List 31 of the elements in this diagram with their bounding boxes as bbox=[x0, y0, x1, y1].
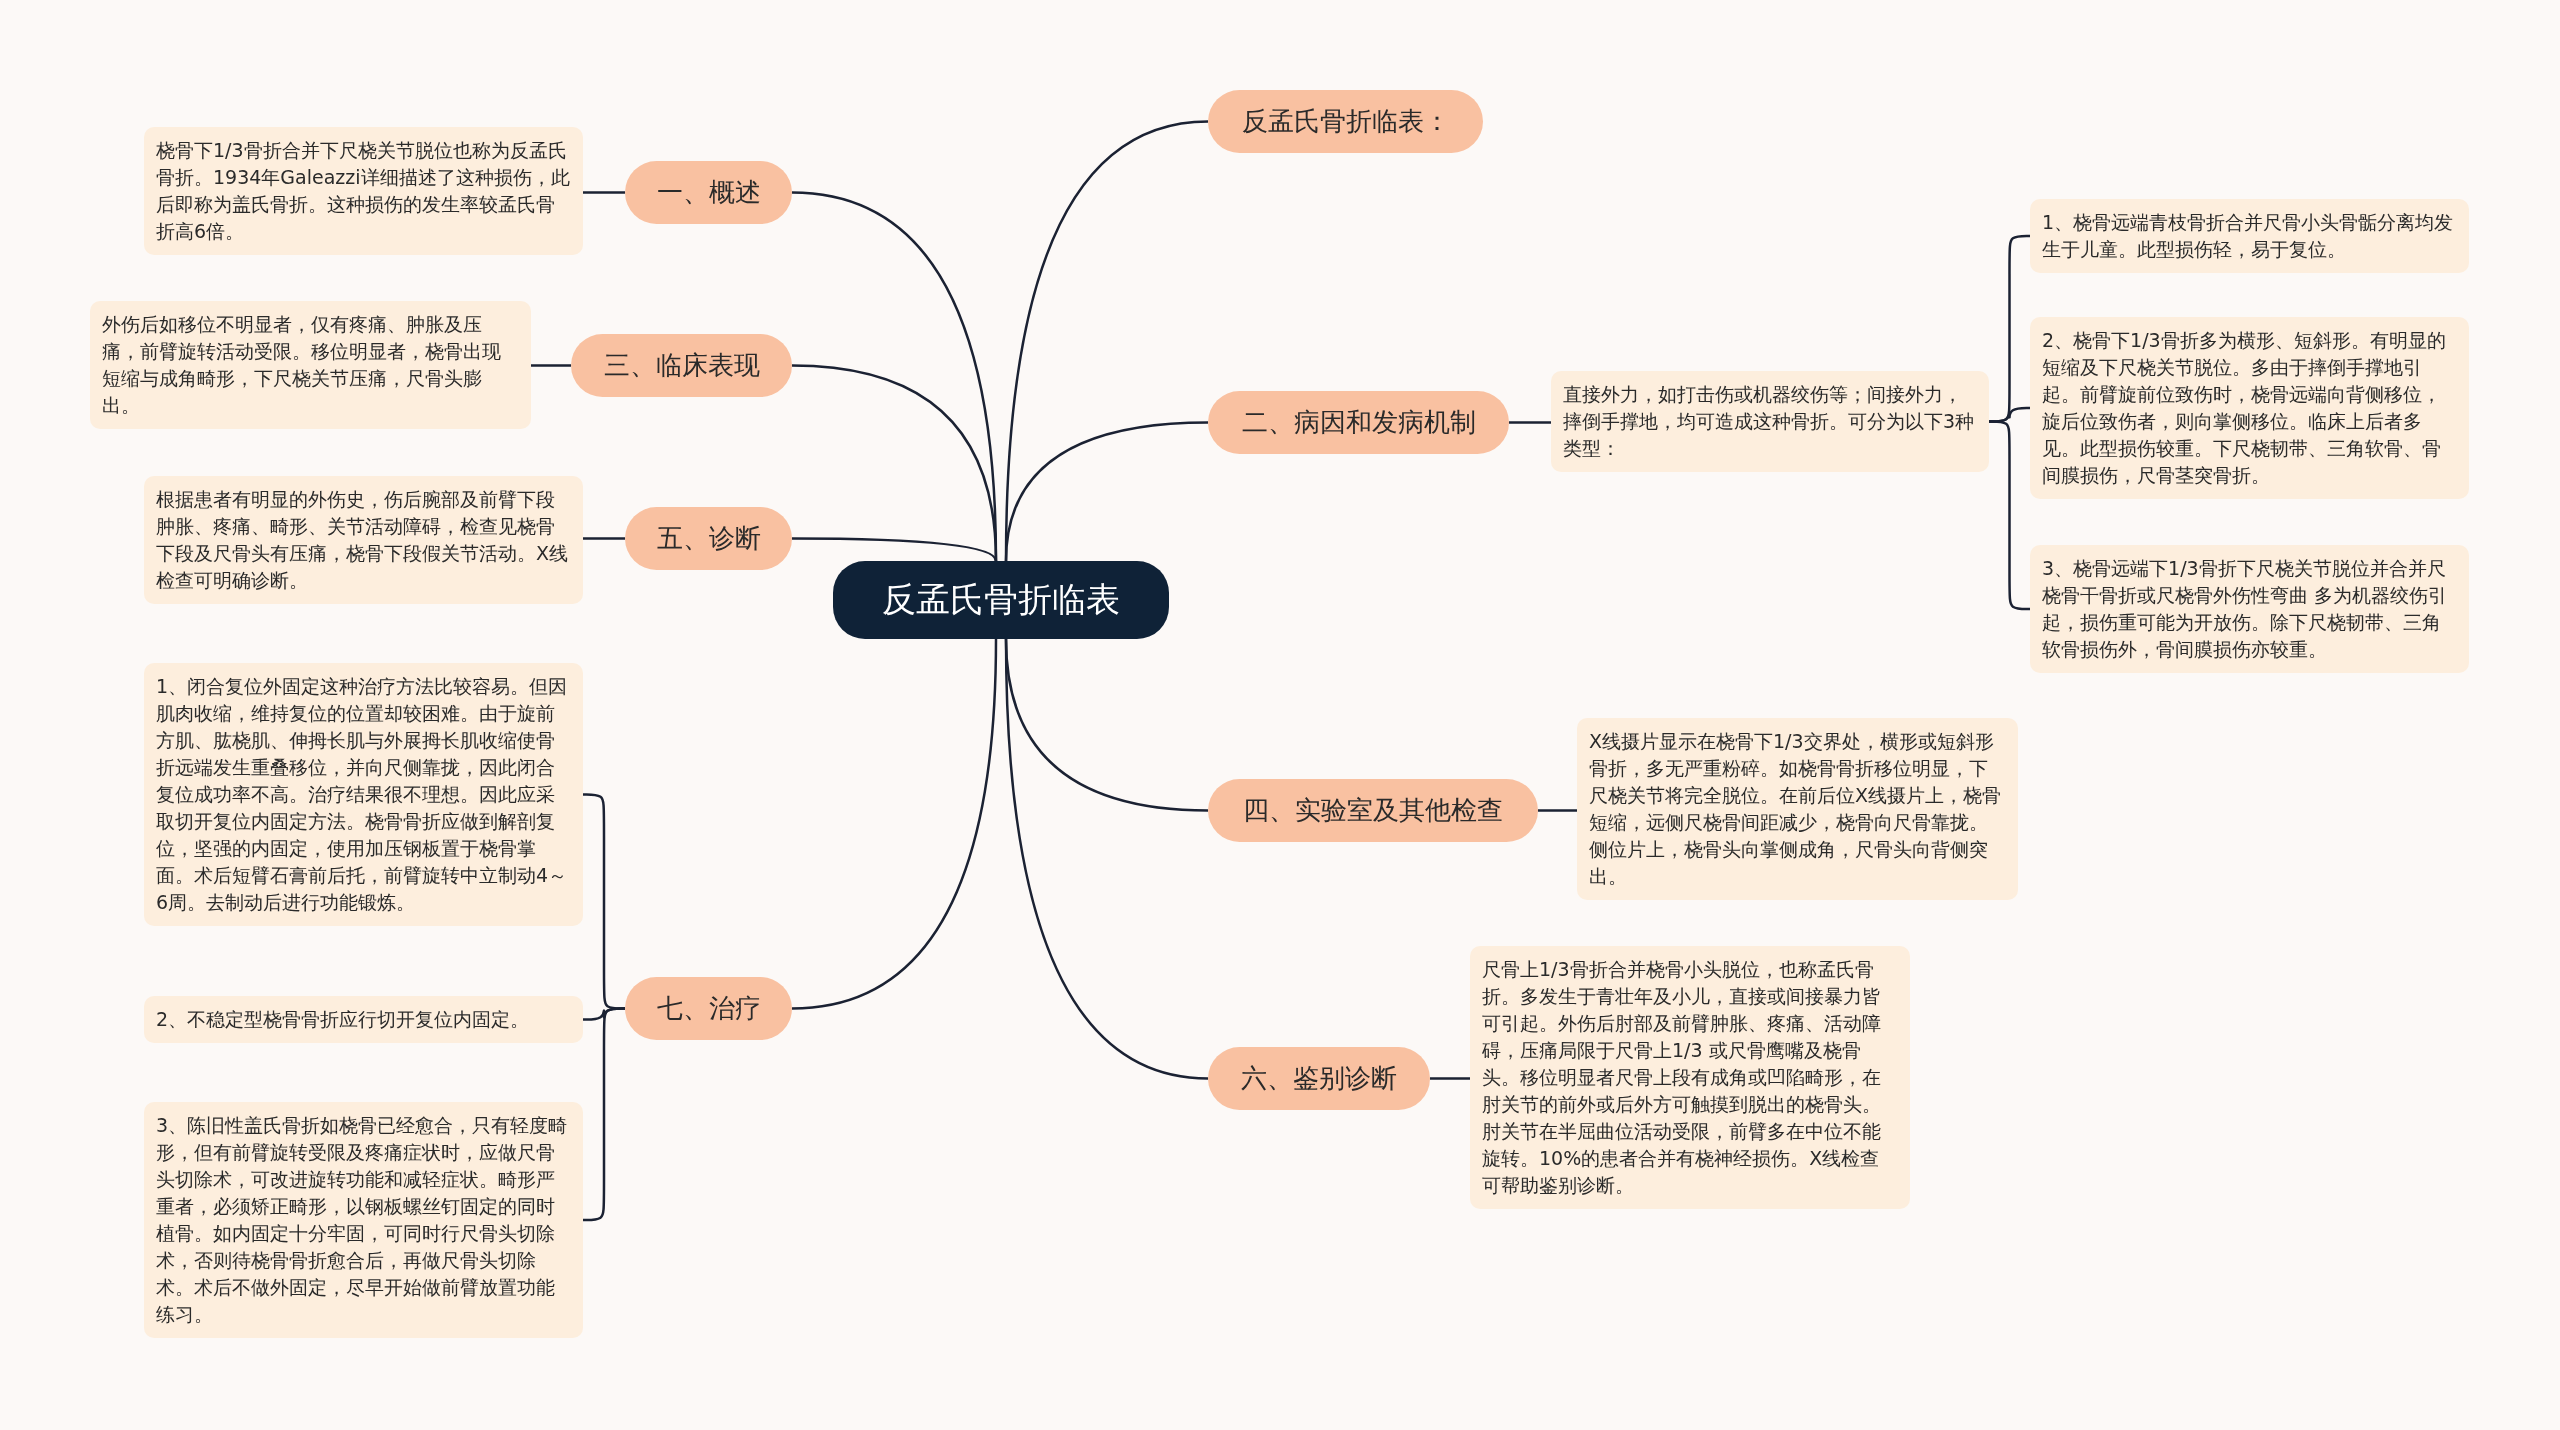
topic-pill: 三、临床表现 bbox=[571, 334, 792, 397]
topic-pill: 七、治疗 bbox=[625, 977, 792, 1040]
connector-line bbox=[531, 364, 571, 367]
connector-line bbox=[1538, 809, 1577, 812]
note-card: 桡骨下1/3骨折合并下尺桡关节脱位也称为反孟氏骨折。1934年Galeazzi详细描述了这种损伤，此后即称为盖氏骨折。这种损伤的发生率较孟氏骨折高6倍。 bbox=[144, 127, 583, 255]
note-card: 2、不稳定型桡骨骨折应行切开复位内固定。 bbox=[144, 996, 583, 1043]
topic-pill: 四、实验室及其他检查 bbox=[1208, 779, 1538, 842]
central-topic: 反孟氏骨折临表 bbox=[833, 561, 1169, 639]
topic-pill: 二、病因和发病机制 bbox=[1208, 391, 1509, 454]
connector-line bbox=[792, 537, 998, 562]
note-card: X线摄片显示在桡骨下1/3交界处，横形或短斜形骨折，多无严重粉碎。如桡骨骨折移位明显，下尺桡关节将完全脱位。在前后位X线摄片上，桡骨短缩，远侧尺桡骨间距减少，桡骨向尺骨靠拢。侧位片上，桡骨头向掌侧成角，尺骨头向背侧突出。 bbox=[1577, 718, 2018, 900]
note-card: 2、桡骨下1/3骨折多为横形、短斜形。有明显的短缩及下尺桡关节脱位。多由于摔倒手撑地引起。前臂旋前位致伤时，桡骨远端向背侧移位，旋后位致伤者，则向掌侧移位。临床上后者多见。此型损伤较重。下尺桡韧带、三角软骨、骨间膜损伤，尺骨茎突骨折。 bbox=[2030, 317, 2469, 499]
topic-pill: 反孟氏骨折临表： bbox=[1208, 90, 1483, 153]
connector-line bbox=[1004, 638, 1209, 1080]
topic-pill: 一、概述 bbox=[625, 161, 792, 224]
connector-line bbox=[791, 638, 998, 1010]
topic-pill: 五、诊断 bbox=[625, 507, 792, 570]
note-card: 1、桡骨远端青枝骨折合并尺骨小头骨骺分离均发生于儿童。此型损伤轻，易于复位。 bbox=[2030, 199, 2469, 273]
note-card: 外伤后如移位不明显者，仅有疼痛、肿胀及压痛，前臂旋转活动受限。移位明显者，桡骨出现短缩与成角畸形，下尺桡关节压痛，尺骨头膨出。 bbox=[90, 301, 531, 429]
connector-line bbox=[583, 537, 625, 540]
note-card: 直接外力，如打击伤或机器绞伤等；间接外力，摔倒手撑地，均可造成这种骨折。可分为以下3种类型： bbox=[1551, 371, 1989, 472]
note-card: 3、陈旧性盖氏骨折如桡骨已经愈合，只有轻度畸形，但有前臂旋转受限及疼痛症状时，应做尺骨头切除术，可改进旋转功能和减轻症状。畸形严重者，必须矫正畸形，以钢板螺丝钉固定的同时植骨。如内固定十分牢固，可同时行尺骨头切除术，否则待桡骨骨折愈合后，再做尺骨头切除术。术后不做外固定，尽早开始做前臂放置功能练习。 bbox=[144, 1102, 583, 1338]
note-card: 尺骨上1/3骨折合并桡骨小头脱位，也称孟氏骨折。多发生于青壮年及小儿，直接或间接暴力皆可引起。外伤后肘部及前臂肿胀、疼痛、活动障碍，压痛局限于尺骨上1/3 或尺骨鹰嘴及桡骨头。移位明显者尺骨上段有成角或凹陷畸形，在肘关节的前外或后外方可触摸到脱出的桡骨头。肘关节在半屈曲位活动受限，前臂多在中位不能旋转。10%的患者合并有桡神经损伤。X线检查可帮助鉴别诊断。 bbox=[1470, 946, 1910, 1209]
note-card: 1、闭合复位外固定这种治疗方法比较容易。但因肌肉收缩，维持复位的位置却较困难。由于旋前方肌、肱桡肌、伸拇长肌与外展拇长肌收缩使骨折远端发生重叠移位，并向尺侧靠拢，因此闭合复位成功率不高。治疗结果很不理想。因此应采取切开复位内固定方法。桡骨骨折应做到解剖复位，坚强的内固定，使用加压钢板置于桡骨掌面。术后短臂石膏前后托，前臂旋转中立制动4～6周。去制动后进行功能锻炼。 bbox=[144, 663, 583, 926]
connector-line bbox=[1509, 421, 1551, 424]
note-card: 根据患者有明显的外伤史，伤后腕部及前臂下段肿胀、疼痛、畸形、关节活动障碍，检查见桡骨下段及尺骨头有压痛，桡骨下段假关节活动。X线检查可明确诊断。 bbox=[144, 476, 583, 604]
note-card: 3、桡骨远端下1/3骨折下尺桡关节脱位并合并尺桡骨干骨折或尺桡骨外伤性弯曲 多为机器绞伤引起，损伤重可能为开放伤。除下尺桡韧带、三角软骨损伤外，骨间膜损伤亦较重。 bbox=[2030, 545, 2469, 673]
connector-line bbox=[583, 191, 625, 194]
topic-pill: 六、鉴别诊断 bbox=[1208, 1047, 1430, 1110]
connector-line bbox=[1430, 1077, 1470, 1080]
connector-line bbox=[1004, 421, 1209, 562]
